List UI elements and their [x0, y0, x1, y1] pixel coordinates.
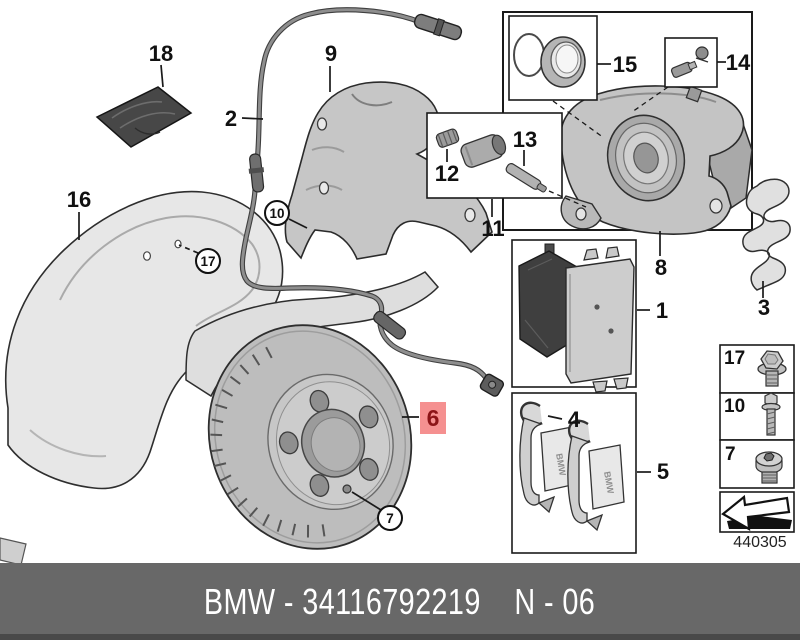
- cell-label-7[interactable]: 7: [725, 444, 736, 465]
- cap-plug-part: [435, 128, 460, 148]
- parts-diagram-canvas: BMW BMW: [0, 7, 795, 563]
- callout-9[interactable]: 9: [324, 41, 338, 66]
- brake-pad-outer: [565, 246, 635, 393]
- callout-6-highlighted[interactable]: 6: [420, 402, 446, 434]
- plug-screw-icon: [755, 451, 783, 484]
- dust-boot: [540, 36, 586, 88]
- callout-18[interactable]: 18: [148, 41, 174, 66]
- callout-10-circled[interactable]: 10: [264, 200, 290, 226]
- sensor-head: [479, 373, 505, 397]
- diagram-artwork: BMW BMW: [0, 7, 795, 563]
- bleeder-leader-dashed: [631, 86, 669, 113]
- callout-7-circled[interactable]: 7: [377, 505, 403, 531]
- callout-2[interactable]: 2: [224, 106, 238, 131]
- guide-bush-part: [460, 134, 507, 168]
- callout-17-circled[interactable]: 17: [195, 248, 221, 274]
- footer-revision: N - 06: [514, 580, 596, 622]
- clip-stamp-left: BMW: [554, 453, 568, 477]
- retaining-spring-part: [742, 178, 791, 291]
- bleeder-valve-box: [664, 37, 718, 88]
- callout-3[interactable]: 3: [757, 295, 771, 320]
- callout-4[interactable]: 4: [567, 407, 581, 432]
- hex-flange-bolt-icon: [757, 350, 787, 387]
- callout-11[interactable]: 11: [481, 216, 505, 241]
- callout-5[interactable]: 5: [656, 459, 670, 484]
- cable-grommet: [373, 310, 407, 340]
- long-bolt-icon: [761, 392, 781, 436]
- footer-part-number: BMW - 34116792219: [204, 580, 482, 622]
- caliper-part: [559, 85, 753, 235]
- wear-sensor-part: [239, 7, 505, 397]
- carrier-bracket-part: [284, 81, 493, 260]
- brake-disc-part: [207, 324, 413, 550]
- callout-13[interactable]: 13: [512, 127, 538, 152]
- cell-label-10[interactable]: 10: [724, 396, 746, 417]
- sensor-connector: [413, 13, 463, 41]
- callout-16[interactable]: 16: [66, 187, 92, 212]
- callout-15[interactable]: 15: [612, 52, 638, 77]
- callout-12[interactable]: 12: [434, 161, 460, 186]
- seal-kit-box: [508, 15, 598, 101]
- leader-lines: [78, 61, 764, 511]
- clip-stamp-right: BMW: [602, 471, 616, 495]
- guide-pin-leader-dashed: [548, 190, 587, 208]
- diagram-number: 440305: [733, 534, 787, 551]
- shield-hole: [143, 251, 152, 261]
- cell-label-17[interactable]: 17: [724, 348, 746, 369]
- guide-pin-box: [426, 112, 563, 199]
- cable-sleeve: [248, 153, 265, 193]
- direction-arrow-box: [719, 491, 795, 533]
- brake-pads-box: [511, 239, 637, 393]
- disc-bolt-holes: [278, 389, 379, 497]
- callout-1[interactable]: 1: [655, 298, 669, 323]
- callout-14[interactable]: 14: [725, 50, 751, 75]
- direction-arrow-icon: [721, 494, 791, 532]
- footer-bar: BMW - 34116792219 N - 06: [0, 563, 800, 640]
- anti-rattle-clips-box: BMW BMW: [511, 392, 637, 554]
- grease-packet-part: [95, 86, 193, 148]
- bleeder-boss: [685, 85, 703, 103]
- disc-vent-slots: [210, 346, 326, 538]
- fastener-column: [719, 344, 795, 533]
- disc-set-screw-hole: [342, 484, 352, 494]
- seal-kit-leader-dashed: [552, 100, 605, 139]
- shield-hole: [174, 239, 182, 249]
- callout-8[interactable]: 8: [654, 255, 668, 280]
- guide-pin-part: [505, 163, 547, 193]
